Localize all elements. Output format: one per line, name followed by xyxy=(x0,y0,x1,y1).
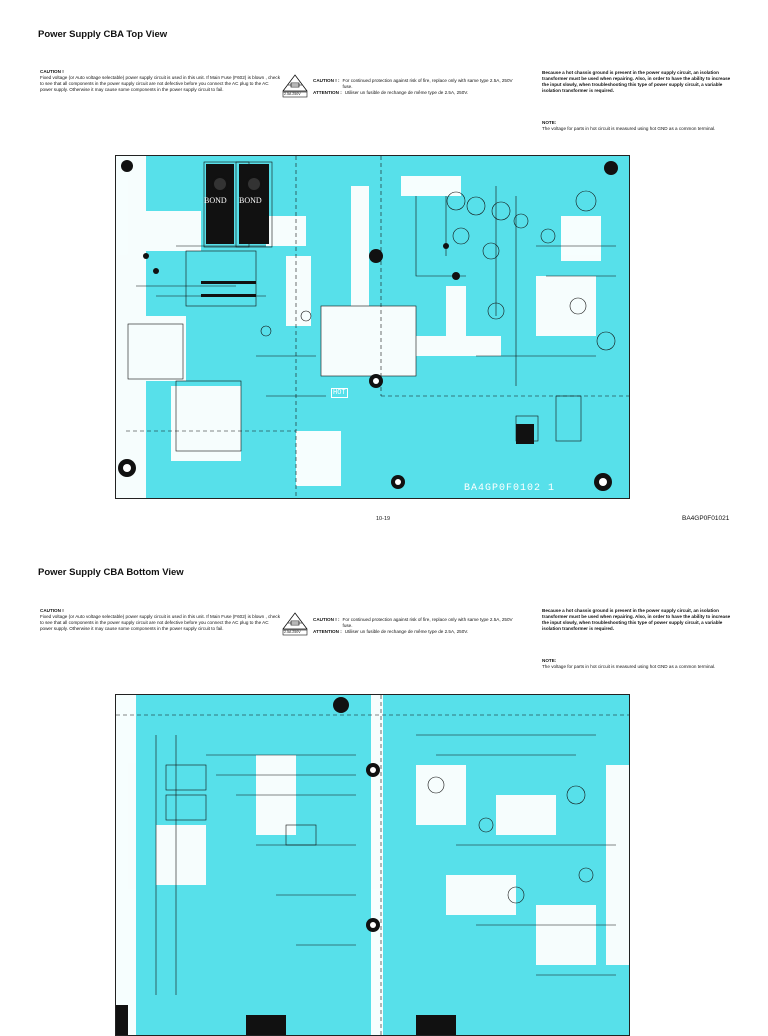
top-hot-chassis-warning: Because a hot chassis ground is present … xyxy=(542,70,731,93)
top-caution-head: CAUTION ! xyxy=(40,69,64,74)
top-note-text: The voltage for parts in hot circuit is … xyxy=(542,126,716,131)
bottom-attention-label: ATTENTION : xyxy=(313,629,342,634)
top-view-title: Power Supply CBA Top View xyxy=(38,29,168,40)
attention-label: ATTENTION : xyxy=(313,90,342,95)
top-caution-body: Fixed voltage (or Auto voltage selectabl… xyxy=(40,75,281,92)
pcb-bottom-view xyxy=(115,694,630,1036)
bottom-caution-body: Fixed voltage (or Auto voltage selectabl… xyxy=(40,614,281,631)
caution1-text: For continued protection against risk of… xyxy=(342,78,513,89)
fuse-icon-label: 2.5A 250V xyxy=(284,92,301,96)
bottom-caution-head: CAUTION ! xyxy=(40,608,64,613)
top-caution-block: CAUTION ! Fixed voltage (or Auto voltage… xyxy=(40,69,280,93)
bottom-caution-block: CAUTION ! Fixed voltage (or Auto voltage… xyxy=(40,608,280,632)
top-note: NOTE: The voltage for parts in hot circu… xyxy=(542,120,732,132)
bottom-note-head: NOTE: xyxy=(542,658,557,663)
page-number: 10-19 xyxy=(376,516,391,522)
top-caution-lines: CAUTION ! : For continued protection aga… xyxy=(313,78,523,96)
bottom-view-title: Power Supply CBA Bottom View xyxy=(38,567,184,578)
bottom-caution1-text: For continued protection against risk of… xyxy=(342,617,513,628)
top-note-head: NOTE: xyxy=(542,120,557,125)
pcb-top-traces xyxy=(116,156,629,498)
caution1-label: CAUTION ! : xyxy=(313,78,340,83)
bond-label-right: BOND xyxy=(239,196,262,205)
bottom-note: NOTE: The voltage for parts in hot circu… xyxy=(542,658,732,670)
board-code: BA4GP0F0102 1 xyxy=(464,483,556,494)
bottom-caution-lines: CAUTION ! : For continued protection aga… xyxy=(313,617,523,635)
bond-label-left: BOND xyxy=(204,196,227,205)
bottom-note-text: The voltage for parts in hot circuit is … xyxy=(542,664,716,669)
pcb-bottom-traces xyxy=(116,695,629,1035)
document-code: BA4GP0F01021 xyxy=(682,515,730,522)
bottom-caution1-label: CAUTION ! : xyxy=(313,617,340,622)
bottom-hot-chassis-warning: Because a hot chassis ground is present … xyxy=(542,608,731,631)
fuse-warning-icon: 2.5A 250V xyxy=(282,74,308,98)
bottom-fuse-warning-icon: 2.5A 250V xyxy=(282,612,308,636)
pcb-top-view: BOND BOND HOT BA4GP0F0102 1 xyxy=(115,155,630,499)
hot-area-label: HOT xyxy=(331,388,348,398)
bottom-fuse-icon-label: 2.5A 250V xyxy=(284,630,301,634)
bottom-attention-text: Utiliser un fusible de rechange de même … xyxy=(344,629,469,634)
attention-text: Utiliser un fusible de rechange de même … xyxy=(344,90,469,95)
